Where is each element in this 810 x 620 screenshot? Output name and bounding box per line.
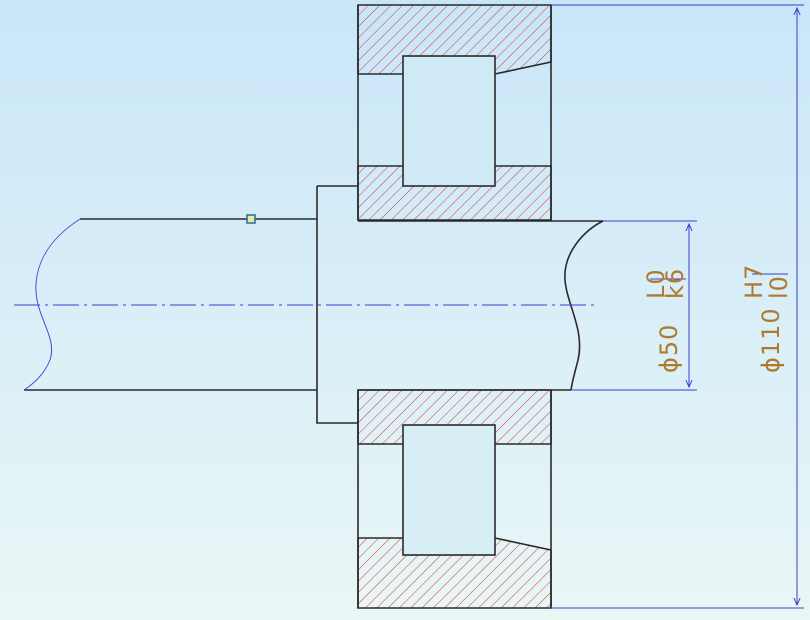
bore-dimension [571,220,697,391]
shaft-break-right [564,220,604,391]
upper-roller [402,55,496,187]
lower-roller [402,424,496,556]
grip-handle-icon[interactable] [246,214,256,224]
shaft-break-left [23,218,81,391]
outer-hole-tolerance-text: H7 [740,264,768,299]
outer-dimension [551,4,804,609]
bore-diameter-text: ϕ50 [655,324,683,373]
bore-shaft-tolerance-text: k6 [661,268,689,299]
bore-hole-tolerance-text: L0 [642,268,670,299]
outer-shaft-tolerance-text: l0 [765,275,793,299]
lower-bearing-section [357,389,552,609]
outer-diameter-text: ϕ110 [757,307,785,373]
shaft-shoulder [316,185,358,424]
upper-bearing-section [357,4,552,221]
shaft [24,185,604,424]
